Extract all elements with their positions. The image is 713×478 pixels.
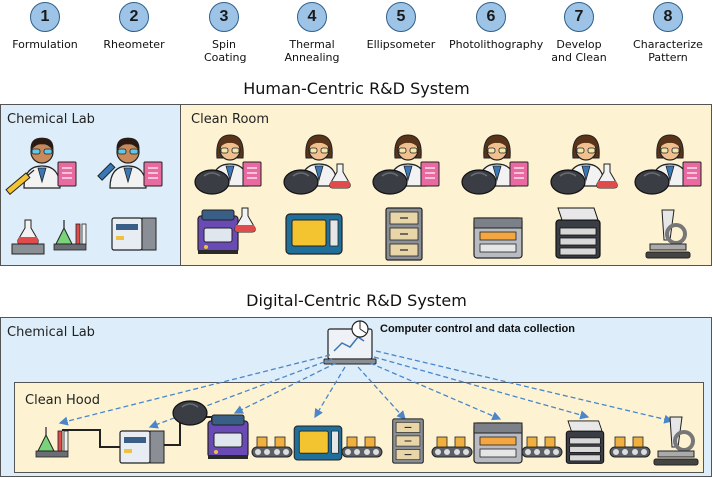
step-number: 8 bbox=[653, 2, 683, 32]
scientist-icon bbox=[109, 137, 147, 189]
step-label: Formulation bbox=[12, 38, 78, 51]
step-number: 2 bbox=[119, 2, 149, 32]
step-label: Spin Coating bbox=[204, 38, 247, 64]
step-number: 6 bbox=[476, 2, 506, 32]
bag-icon bbox=[372, 169, 408, 195]
step-label: Rheometer bbox=[103, 38, 165, 51]
conveyor-icon bbox=[431, 436, 473, 458]
ellipsometer-icon bbox=[385, 207, 423, 261]
clean-room-label: Clean Room bbox=[191, 112, 270, 127]
oven-icon bbox=[285, 213, 343, 255]
syringe-icon bbox=[5, 169, 35, 196]
spin-coater-icon bbox=[197, 209, 239, 255]
photolithography-icon bbox=[473, 422, 523, 464]
digital-system-illustration bbox=[35, 320, 700, 467]
step-8: 8 Characterize Pattern bbox=[628, 2, 708, 64]
scientist-icon bbox=[23, 137, 61, 189]
chemistry-set-icon bbox=[53, 219, 87, 251]
conveyor-icon bbox=[341, 436, 383, 458]
computer-icon bbox=[323, 320, 377, 365]
step-2: 2 Rheometer bbox=[94, 2, 174, 51]
notebook-icon bbox=[682, 161, 702, 187]
bag-icon bbox=[461, 169, 497, 195]
step-number: 7 bbox=[564, 2, 594, 32]
bag-icon bbox=[172, 400, 208, 426]
notebook-icon bbox=[143, 161, 163, 187]
clean-hood-label: Clean Hood bbox=[25, 393, 100, 408]
step-1: 1 Formulation bbox=[5, 2, 85, 51]
step-label: Characterize Pattern bbox=[633, 38, 703, 64]
conveyor-icon bbox=[609, 436, 651, 458]
flask-scale-icon bbox=[11, 219, 45, 255]
oven-icon bbox=[293, 425, 343, 461]
step-6: 6 Photolithography bbox=[449, 2, 544, 51]
bag-icon bbox=[634, 169, 670, 195]
developer-icon bbox=[555, 207, 601, 259]
conveyor-icon bbox=[251, 436, 293, 458]
step-7: 7 Develop and Clean bbox=[539, 2, 619, 64]
spin-coater-icon bbox=[207, 414, 249, 460]
step-number: 3 bbox=[209, 2, 239, 32]
chemistry-set-icon bbox=[35, 426, 69, 458]
bag-icon bbox=[283, 169, 319, 195]
pipette-icon bbox=[97, 162, 116, 181]
step-label: Develop and Clean bbox=[551, 38, 607, 64]
conveyor-icon bbox=[521, 436, 563, 458]
chemical-lab-label: Chemical Lab bbox=[7, 112, 95, 127]
microscope-icon bbox=[644, 208, 692, 260]
bag-icon bbox=[194, 169, 230, 195]
step-label: Photolithography bbox=[449, 38, 544, 51]
step-3: 3 Spin Coating bbox=[184, 2, 264, 64]
step-number: 5 bbox=[386, 2, 416, 32]
human-system-title: Human-Centric R&D System bbox=[243, 79, 470, 98]
step-number: 1 bbox=[30, 2, 60, 32]
chemical-lab-label: Chemical Lab bbox=[7, 325, 95, 340]
notebook-icon bbox=[420, 161, 440, 187]
step-number: 4 bbox=[297, 2, 327, 32]
microscope-icon bbox=[652, 415, 700, 467]
photolithography-icon bbox=[473, 217, 523, 259]
step-label: Thermal Annealing bbox=[284, 38, 340, 64]
step-4: 4 Thermal Annealing bbox=[272, 2, 352, 64]
human-system-illustration bbox=[5, 134, 702, 261]
computer-control-label: Computer control and data collection bbox=[380, 323, 575, 335]
rheometer-icon bbox=[119, 430, 165, 464]
step-5: 5 Ellipsometer bbox=[361, 2, 441, 51]
notebook-icon bbox=[509, 161, 529, 187]
clean-room-panel: Clean Room bbox=[180, 104, 712, 266]
notebook-icon bbox=[242, 161, 262, 187]
rheometer-icon bbox=[111, 217, 157, 251]
bag-icon bbox=[550, 169, 586, 195]
step-label: Ellipsometer bbox=[366, 38, 436, 51]
notebook-icon bbox=[57, 161, 77, 187]
digital-system-title: Digital-Centric R&D System bbox=[246, 291, 467, 310]
ellipsometer-icon bbox=[392, 418, 424, 464]
developer-icon bbox=[565, 420, 605, 464]
